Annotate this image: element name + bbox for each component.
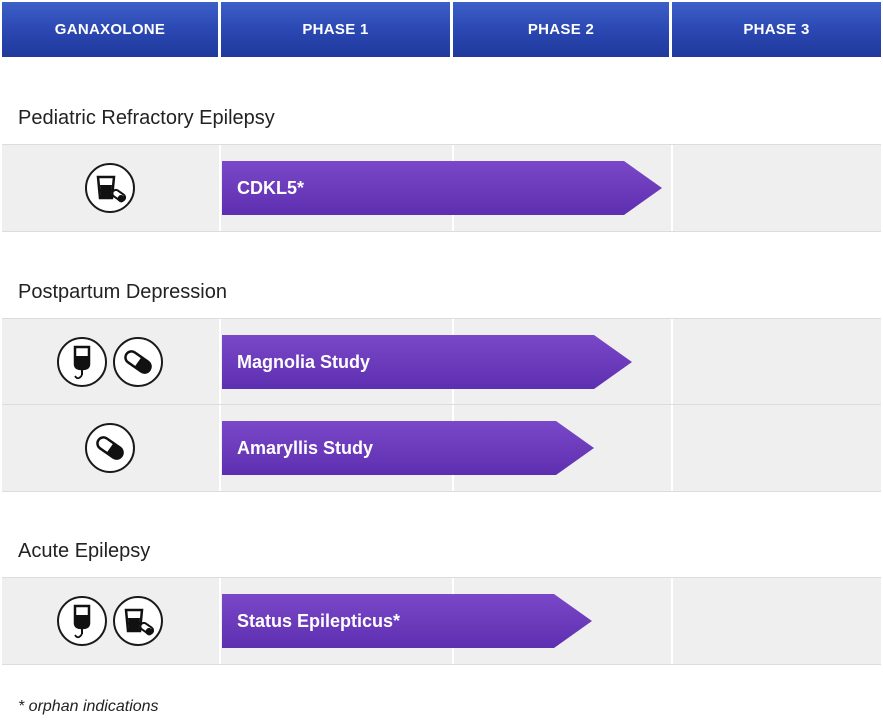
pipeline-header: GANAXOLONE PHASE 1 PHASE 2 PHASE 3	[0, 0, 883, 58]
footnote: * orphan indications	[18, 698, 159, 715]
header-phase-3: PHASE 3	[672, 2, 881, 57]
pipeline-row: CDKL5*	[2, 144, 881, 232]
study-label: Magnolia Study	[237, 351, 371, 372]
oral-suspension-icon	[85, 163, 135, 213]
header-phase-2: PHASE 2	[453, 2, 669, 57]
capsule-icon	[113, 337, 163, 387]
phase-progress-arrow: CDKL5*	[222, 161, 662, 215]
pipeline-row: Status Epilepticus*	[2, 577, 881, 665]
header-drug-name: GANAXOLONE	[2, 2, 218, 57]
route-icons	[2, 145, 218, 231]
section-title-pediatric: Pediatric Refractory Epilepsy	[18, 107, 275, 129]
header-phase-1: PHASE 1	[221, 2, 450, 57]
iv-bag-icon	[57, 596, 107, 646]
section-title-postpartum: Postpartum Depression	[18, 281, 227, 303]
route-icons	[2, 405, 218, 491]
capsule-icon	[85, 423, 135, 473]
section-title-acute: Acute Epilepsy	[18, 540, 151, 562]
study-label: Amaryllis Study	[237, 437, 374, 458]
route-icons	[2, 578, 218, 664]
oral-suspension-icon	[113, 596, 163, 646]
pipeline-row: Amaryllis Study	[2, 404, 881, 492]
study-label: Status Epilepticus*	[237, 610, 401, 631]
phase-progress-arrow: Magnolia Study	[222, 335, 632, 389]
phase-progress-arrow: Status Epilepticus*	[222, 594, 592, 648]
iv-bag-icon	[57, 337, 107, 387]
pipeline-row: Magnolia Study	[2, 318, 881, 406]
study-label: CDKL5*	[237, 177, 305, 198]
route-icons	[2, 319, 218, 405]
phase-progress-arrow: Amaryllis Study	[222, 421, 594, 475]
